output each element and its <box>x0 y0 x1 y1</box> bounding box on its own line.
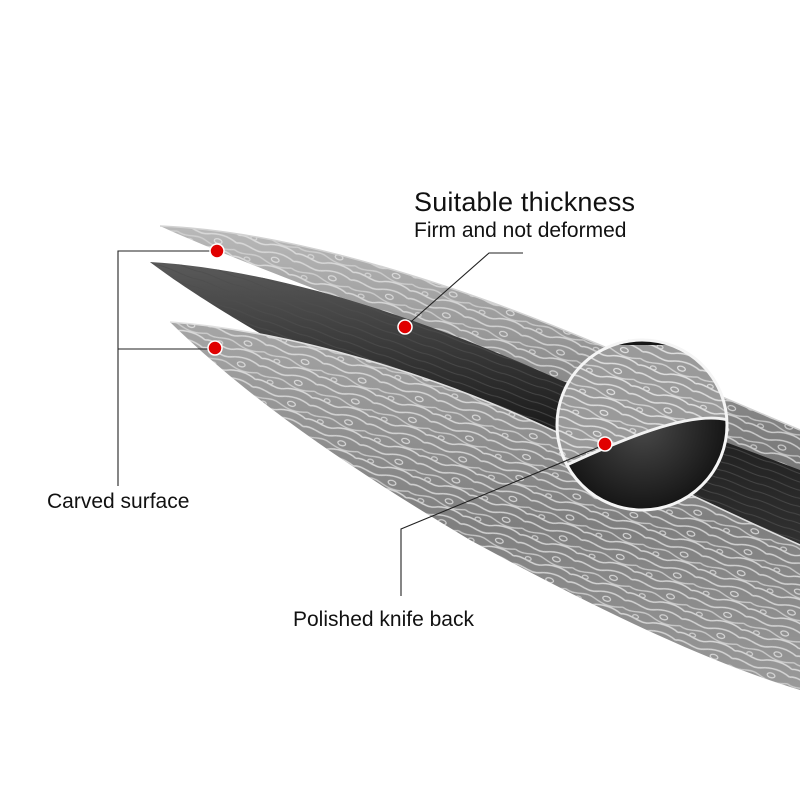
red-dot-markers <box>207 243 613 452</box>
thickness-subtitle: Firm and not deformed <box>414 219 627 242</box>
leader-lines <box>117 250 605 596</box>
red-dot-marker-icon <box>207 340 223 356</box>
carved-surface-leader <box>117 250 217 486</box>
red-dot-marker-icon <box>597 436 613 452</box>
polished-back-label: Polished knife back <box>293 608 474 631</box>
red-dot-marker-icon <box>209 243 225 259</box>
lower-blade <box>169 321 800 690</box>
thickness-leader <box>404 252 523 328</box>
carved-surface-label: Carved surface <box>47 490 190 513</box>
thickness-title: Suitable thickness <box>414 187 636 217</box>
red-dot-marker-icon <box>397 319 413 335</box>
polished-back-leader <box>400 444 605 596</box>
magnifier-lens-icon <box>555 338 729 512</box>
